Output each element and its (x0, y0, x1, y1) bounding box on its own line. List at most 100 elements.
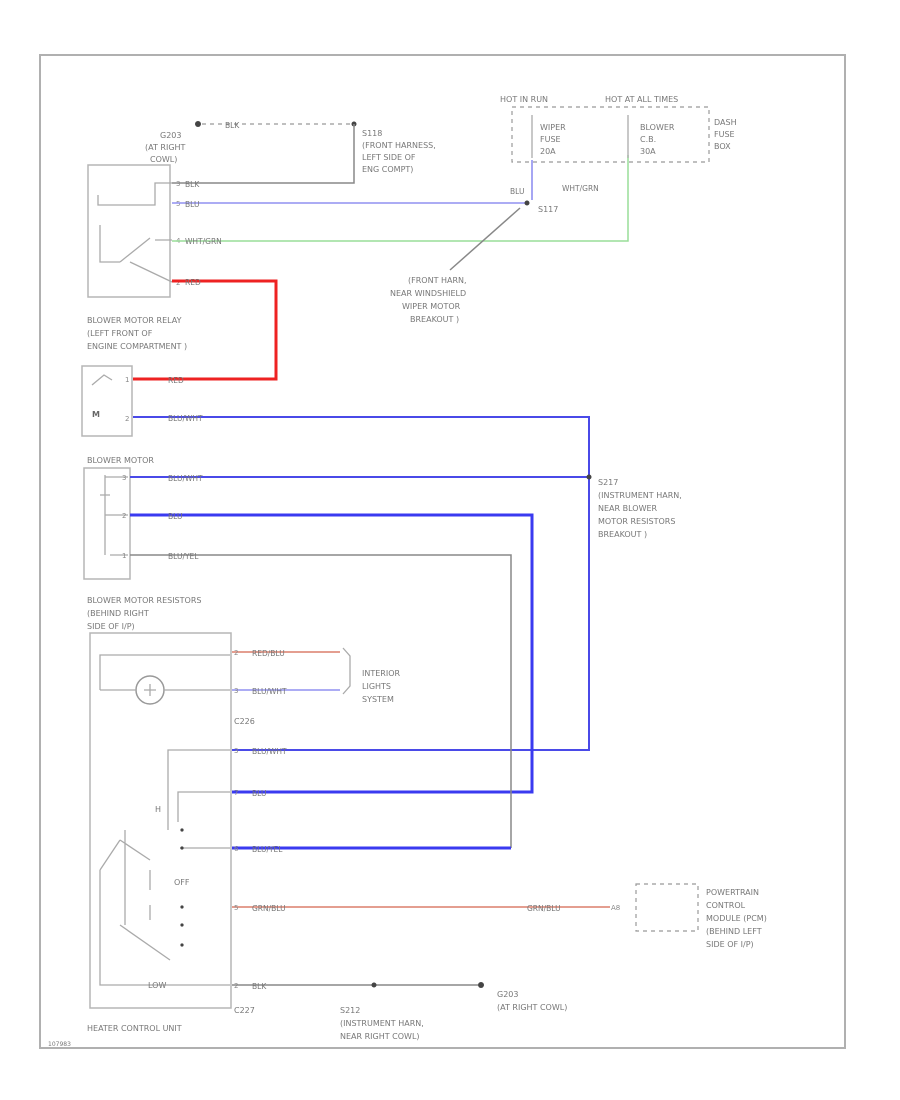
wire-label-red-blu: RED/BLU (252, 649, 285, 658)
svg-text:NEAR BLOWER: NEAR BLOWER (598, 504, 658, 513)
svg-text:S217: S217 (598, 478, 618, 487)
wire-label-grn-blu-b: GRN/BLU (527, 904, 561, 913)
svg-text:BREAKOUT ): BREAKOUT ) (410, 315, 459, 324)
wire-label-blu-b: BLU (168, 512, 182, 521)
wire-blu-motor (130, 513, 534, 794)
wire-label-blu-yel-b: BLU/YEL (252, 845, 283, 854)
resistors-label: BLOWER MOTOR RESISTORS (BEHIND RIGHT SID… (87, 596, 201, 631)
s117-label: S117 (538, 205, 558, 214)
pcm-label: POWERTRAIN CONTROL MODULE (PCM) (BEHIND … (706, 888, 767, 949)
wire-label-wht-grn-fuse: WHT/GRN (562, 184, 599, 193)
relay-lower-box (81, 365, 133, 437)
svg-text:SIDE OF I/P): SIDE OF I/P) (706, 940, 754, 949)
blower-speed-switch (99, 749, 230, 986)
wire-label-blu-wht-c: BLU/WHT (252, 687, 287, 696)
s117-splice (524, 200, 530, 206)
lamp-wiring (99, 654, 230, 691)
interior-lights-bracket (342, 647, 351, 695)
svg-text:3: 3 (234, 747, 238, 755)
c226-label: C226 (234, 717, 255, 726)
svg-text:LOW: LOW (148, 981, 166, 990)
wire-blu-wht-relay (133, 416, 590, 751)
wire-red-relay (133, 279, 278, 381)
svg-text:G203: G203 (160, 131, 181, 140)
wire-label-blu-wht-a: BLU/WHT (168, 414, 203, 423)
svg-text:H: H (155, 805, 161, 814)
heater-control-unit-box (89, 632, 232, 1009)
svg-text:COWL): COWL) (150, 155, 177, 164)
svg-text:(INSTRUMENT HARN,: (INSTRUMENT HARN, (598, 491, 682, 500)
svg-text:3: 3 (176, 180, 180, 188)
svg-text:BLOWER: BLOWER (640, 123, 675, 132)
dash-fuse-box-label: DASH FUSE BOX (714, 118, 737, 151)
svg-text:(BEHIND LEFT: (BEHIND LEFT (706, 927, 762, 936)
wire-label-grn-blu-a: GRN/BLU (252, 904, 286, 913)
g203-bottom-label: G203 (AT RIGHT COWL) (497, 990, 567, 1012)
s117-description: (FRONT HARN, NEAR WINDSHIELD WIPER MOTOR… (390, 276, 467, 324)
svg-text:NEAR WINDSHIELD: NEAR WINDSHIELD (390, 289, 466, 298)
s217-splice (586, 474, 592, 480)
wire-label-blk-b: BLK (252, 982, 267, 991)
pcm-box (635, 883, 699, 932)
wire-label-red-b: RED (168, 376, 184, 385)
heater-control-unit-label: HEATER CONTROL UNIT (87, 1024, 182, 1033)
wire-label-blu-a: BLU (185, 200, 199, 209)
svg-text:CONTROL: CONTROL (706, 901, 746, 910)
svg-text:LEFT SIDE OF: LEFT SIDE OF (362, 153, 416, 162)
svg-text:2: 2 (122, 512, 126, 520)
svg-text:ENGINE COMPARTMENT ): ENGINE COMPARTMENT ) (87, 342, 187, 351)
relay-lower-switch (91, 374, 113, 386)
wire-s118-down (172, 124, 355, 184)
g203-top-terminal (195, 121, 201, 127)
svg-text:3: 3 (122, 474, 126, 482)
blower-relay-label: BLOWER MOTOR RELAY (LEFT FRONT OF ENGINE… (87, 316, 187, 351)
svg-text:A8: A8 (611, 904, 620, 912)
wire-wht-grn (172, 155, 629, 242)
svg-text:(LEFT FRONT OF: (LEFT FRONT OF (87, 329, 153, 338)
wire-label-blu-fuse: BLU (510, 187, 524, 196)
svg-text:LIGHTS: LIGHTS (362, 682, 391, 691)
g203-top-label: G203 (AT RIGHT COWL) (145, 131, 186, 164)
svg-text:20A: 20A (540, 147, 556, 156)
s212-label: S212 (INSTRUMENT HARN, NEAR RIGHT COWL) (340, 1006, 424, 1041)
wire-label-blk-top: BLK (225, 121, 240, 130)
blower-motor-symbol (100, 475, 128, 556)
blower-motor-label: BLOWER MOTOR (87, 456, 154, 465)
svg-text:WIPER: WIPER (540, 123, 566, 132)
diagram-code: 107983 (48, 1041, 71, 1048)
blower-motor-box (83, 467, 131, 580)
wire-label-red-a: RED (185, 278, 201, 287)
interior-lights-label: INTERIOR LIGHTS SYSTEM (362, 669, 401, 704)
blower-circuit-breaker: BLOWER C.B. 30A (627, 115, 675, 158)
svg-text:2: 2 (234, 649, 238, 657)
s212-splice (371, 982, 377, 988)
svg-text:NEAR RIGHT COWL): NEAR RIGHT COWL) (340, 1032, 420, 1041)
blower-motor-relay-box (87, 164, 171, 298)
wire-label-blu-yel-a: BLU/YEL (168, 552, 199, 561)
wire-label-wht-grn: WHT/GRN (185, 237, 222, 246)
svg-text:1: 1 (122, 552, 126, 560)
svg-text:WIPER MOTOR: WIPER MOTOR (402, 302, 461, 311)
svg-text:5: 5 (176, 200, 180, 208)
svg-text:ENG COMPT): ENG COMPT) (362, 165, 413, 174)
svg-text:S118: S118 (362, 129, 382, 138)
svg-text:DASH: DASH (714, 118, 737, 127)
wire-label-blu-c: BLU (252, 789, 266, 798)
svg-text:(BEHIND RIGHT: (BEHIND RIGHT (87, 609, 149, 618)
svg-text:SYSTEM: SYSTEM (362, 695, 394, 704)
svg-text:(AT RIGHT COWL): (AT RIGHT COWL) (497, 1003, 567, 1012)
s217-label: S217 (INSTRUMENT HARN, NEAR BLOWER MOTOR… (598, 478, 682, 539)
svg-text:FUSE: FUSE (714, 130, 735, 139)
svg-text:(INSTRUMENT HARN,: (INSTRUMENT HARN, (340, 1019, 424, 1028)
svg-text:POWERTRAIN: POWERTRAIN (706, 888, 759, 897)
svg-text:3: 3 (234, 687, 238, 695)
svg-text:(FRONT HARNESS,: (FRONT HARNESS, (362, 141, 436, 150)
wire-blu-yel-motor (130, 554, 512, 848)
svg-text:S212: S212 (340, 1006, 360, 1015)
svg-text:MOTOR RESISTORS: MOTOR RESISTORS (598, 517, 675, 526)
svg-text:FUSE: FUSE (540, 135, 561, 144)
svg-text:(FRONT HARN,: (FRONT HARN, (408, 276, 467, 285)
svg-text:G203: G203 (497, 990, 518, 999)
svg-text:(AT RIGHT: (AT RIGHT (145, 143, 186, 152)
